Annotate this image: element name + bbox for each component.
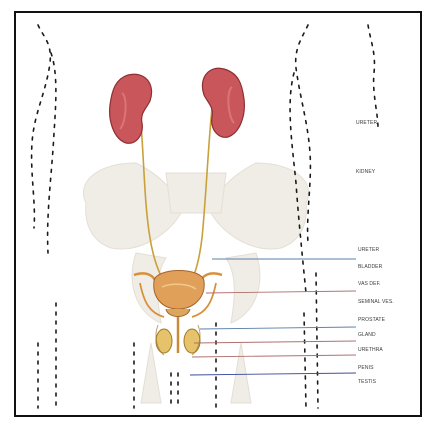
right-kidney <box>202 68 244 137</box>
label-penis: PENIS <box>358 365 374 371</box>
diagram-frame: URETER KIDNEY URETER BLADDER VAS DEF. SE… <box>14 11 422 417</box>
label-testis: TESTIS <box>358 379 376 385</box>
label-urethra: URETHRA <box>358 347 383 353</box>
label-bladder: BLADDER <box>358 264 382 270</box>
label-prostate: PROSTATE <box>358 317 385 323</box>
urinary-system-illustration <box>16 13 420 415</box>
label-vas-deferens: VAS DEF. <box>358 281 381 287</box>
leader-lines <box>190 259 356 375</box>
label-kidney: KIDNEY <box>356 169 375 175</box>
label-seminal-vesicle: SEMINAL VES. <box>358 299 394 305</box>
label-ureter-upper: URETER <box>356 120 377 126</box>
label-ureter: URETER <box>358 247 379 253</box>
label-gland: GLAND <box>358 332 376 338</box>
left-kidney <box>110 74 152 143</box>
